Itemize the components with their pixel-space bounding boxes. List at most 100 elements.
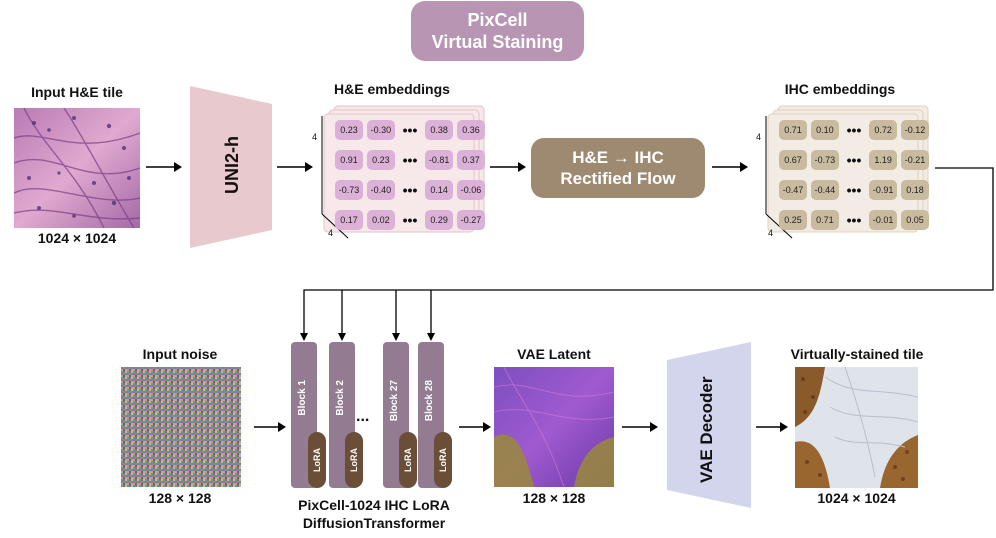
lora-1-label: LoRA <box>312 448 322 472</box>
arrow-decoder-to-output <box>756 422 788 432</box>
he-cell: 0.23 <box>335 120 363 140</box>
transformer-line1: PixCell-1024 IHC LoRA <box>298 497 450 513</box>
he-cell: 0.29 <box>425 210 454 230</box>
ihc-cell: 0.67 <box>779 150 807 170</box>
input-tile-label: Input H&E tile <box>31 84 123 100</box>
noise-size: 128 × 128 <box>148 490 212 506</box>
ihc-cell: 0.71 <box>810 210 839 230</box>
ihc-row: 0.25 0.71 ••• -0.01 0.05 <box>779 210 930 230</box>
ihc-cell: 0.10 <box>810 120 839 140</box>
ihc-cell: -0.91 <box>869 180 898 200</box>
ihc-dots: ••• <box>846 182 862 198</box>
ihc-cell: 0.72 <box>869 120 898 140</box>
block-2-label: Block 2 <box>335 380 346 416</box>
ihc-dots: ••• <box>846 152 862 168</box>
ihc-row: 0.67 -0.73 ••• 1.19 -0.21 <box>779 150 930 170</box>
he-cell: 0.02 <box>366 210 395 230</box>
block-1-label: Block 1 <box>297 380 308 416</box>
ihc-cell: 0.18 <box>901 180 930 200</box>
ihc-dim-b: 4 <box>768 228 774 238</box>
ihc-cell: -0.21 <box>901 150 930 170</box>
transformer-line2: DiffusionTransformer <box>302 515 446 531</box>
he-cell: -0.06 <box>457 180 486 200</box>
transformer-caption: PixCell-1024 IHC LoRA DiffusionTransform… <box>270 496 478 532</box>
title-pill: PixCell Virtual Staining <box>411 1 584 61</box>
virtually-stained-tile-image <box>795 367 918 488</box>
he-row: -0.73 -0.40 ••• 0.14 -0.06 <box>335 180 486 200</box>
ihc-cell: 1.19 <box>869 150 898 170</box>
he-embeddings-label: H&E embeddings <box>334 81 450 97</box>
lora-2 <box>345 432 363 488</box>
latent-size: 128 × 128 <box>522 490 586 506</box>
ihc-cell: -0.47 <box>779 180 807 200</box>
he-cell: 0.37 <box>457 150 486 170</box>
he-cell: 0.23 <box>366 150 395 170</box>
block-28-label: Block 28 <box>424 380 435 422</box>
he-cell: 0.14 <box>425 180 454 200</box>
rectified-flow-pill: H&E → IHC Rectified Flow <box>531 138 705 198</box>
he-row: 0.23 -0.30 ••• 0.38 0.36 <box>335 120 486 140</box>
lora-28 <box>434 432 452 488</box>
arrow-blocks-to-latent <box>459 422 491 432</box>
ihc-cell: 0.71 <box>779 120 807 140</box>
latent-label: VAE Latent <box>517 346 591 362</box>
he-dots: ••• <box>402 212 418 228</box>
he-dots: ••• <box>402 182 418 198</box>
ihc-dots: ••• <box>846 122 862 138</box>
title-line1: PixCell <box>467 10 528 30</box>
lora-28-label: LoRA <box>438 448 448 472</box>
he-dim-b: 4 <box>328 228 334 238</box>
arrow-encoder-to-embeddings <box>277 162 313 172</box>
he-cell: 0.38 <box>425 120 454 140</box>
he-dim-a: 4 <box>312 132 318 142</box>
blocks-ellipsis: ... <box>356 408 370 425</box>
he-cell: -0.40 <box>366 180 395 200</box>
he-row: 0.17 0.02 ••• 0.29 -0.27 <box>335 210 486 230</box>
he-dots: ••• <box>402 152 418 168</box>
he-dots: ••• <box>402 122 418 138</box>
flow-line2: Rectified Flow <box>560 169 676 188</box>
arrow-flow-to-ihc <box>712 162 748 172</box>
ihc-cell: -0.73 <box>810 150 839 170</box>
title-line2: Virtual Staining <box>431 32 564 52</box>
ihc-embeddings-label: IHC embeddings <box>784 81 896 97</box>
he-cell: 0.91 <box>335 150 363 170</box>
he-row: 0.91 0.23 ••• -0.81 0.37 <box>335 150 486 170</box>
ihc-cell: -0.01 <box>869 210 898 230</box>
ihc-cell: -0.12 <box>901 120 930 140</box>
lora-2-label: LoRA <box>349 448 359 472</box>
he-cell: -0.30 <box>366 120 395 140</box>
ihc-row: 0.71 0.10 ••• 0.72 -0.12 <box>779 120 930 140</box>
output-size: 1024 × 1024 <box>817 490 896 506</box>
ihc-dim-a: 4 <box>756 132 762 142</box>
arrow-tile-to-encoder <box>146 162 182 172</box>
ihc-row: -0.47 -0.44 ••• -0.91 0.18 <box>779 180 930 200</box>
vae-decoder-shape <box>667 342 751 508</box>
he-cell: -0.73 <box>335 180 363 200</box>
decoder-label: VAE Decoder <box>697 376 716 484</box>
he-cell: -0.81 <box>425 150 454 170</box>
ihc-cell: -0.44 <box>810 180 839 200</box>
noise-label: Input noise <box>142 346 218 362</box>
block-27-label: Block 27 <box>389 380 400 422</box>
input-tile-size: 1024 × 1024 <box>37 230 117 246</box>
flow-line1: H&E → IHC <box>572 148 664 167</box>
lora-27-label: LoRA <box>403 448 413 472</box>
ihc-cell: 0.05 <box>901 210 930 230</box>
he-embedding-grid: 0.23 -0.30 ••• 0.38 0.36 0.91 0.23 ••• -… <box>335 120 486 230</box>
arrow-he-to-flow <box>490 162 526 172</box>
ihc-dots: ••• <box>846 212 862 228</box>
output-label: Virtually-stained tile <box>790 346 924 362</box>
lora-27 <box>399 432 417 488</box>
he-cell: 0.17 <box>335 210 363 230</box>
ihc-cell: 0.25 <box>779 210 807 230</box>
uni2-encoder-shape <box>190 86 272 248</box>
he-cell: -0.27 <box>457 210 486 230</box>
lora-1 <box>308 432 326 488</box>
he-cell: 0.36 <box>457 120 486 140</box>
vae-latent-image <box>494 367 614 487</box>
arrow-latent-to-decoder <box>622 422 658 432</box>
input-he-tile-image <box>14 108 140 228</box>
input-noise-image <box>121 367 241 487</box>
